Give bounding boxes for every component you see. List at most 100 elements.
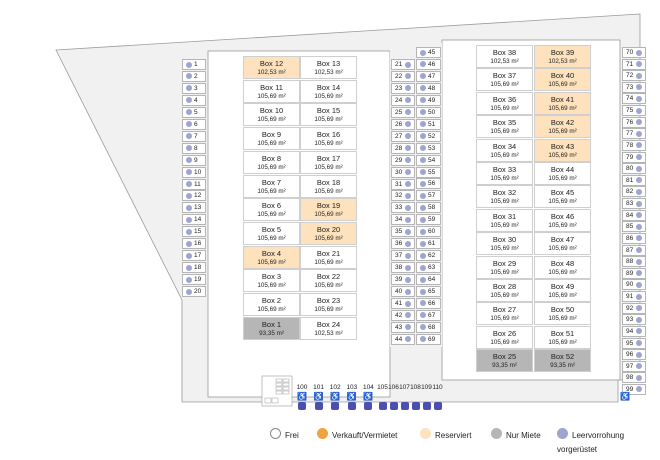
parking-slot-15[interactable]: 15 (182, 226, 206, 238)
parking-space-108[interactable]: 108 (410, 384, 421, 410)
parking-slot-23[interactable]: 23 (391, 82, 415, 94)
parking-slot-43[interactable]: 43 (391, 321, 415, 333)
parking-slot-46[interactable]: 46 (416, 58, 441, 70)
parking-slot-50[interactable]: 50 (416, 106, 441, 118)
parking-slot-35[interactable]: 35 (391, 226, 415, 238)
parking-space-101[interactable]: 101♿ (311, 384, 327, 410)
parking-slot-11[interactable]: 11 (182, 178, 206, 190)
parking-slot-5[interactable]: 5 (182, 106, 206, 118)
parking-slot-63[interactable]: 63 (416, 262, 441, 274)
parking-slot-82[interactable]: 82 (622, 186, 646, 198)
parking-slot-84[interactable]: 84 (622, 209, 646, 221)
parking-slot-57[interactable]: 57 (416, 190, 441, 202)
parking-slot-66[interactable]: 66 (416, 297, 441, 309)
parking-slot-74[interactable]: 74 (622, 93, 646, 105)
parking-slot-30[interactable]: 30 (391, 166, 415, 178)
parking-slot-77[interactable]: 77 (622, 128, 646, 140)
parking-slot-87[interactable]: 87 (622, 244, 646, 256)
parking-slot-38[interactable]: 38 (391, 262, 415, 274)
parking-slot-2[interactable]: 2 (182, 70, 206, 82)
parking-slot-78[interactable]: 78 (622, 139, 646, 151)
parking-slot-56[interactable]: 56 (416, 178, 441, 190)
parking-slot-8[interactable]: 8 (182, 142, 206, 154)
parking-slot-47[interactable]: 47 (416, 70, 441, 82)
parking-slot-1[interactable]: 1 (182, 59, 206, 70)
parking-space-100[interactable]: 100♿ (294, 384, 310, 410)
parking-slot-14[interactable]: 14 (182, 214, 206, 226)
parking-slot-41[interactable]: 41 (391, 298, 415, 309)
parking-space-110[interactable]: 110 (432, 384, 443, 410)
parking-space-109[interactable]: 109 (421, 384, 432, 410)
parking-slot-88[interactable]: 88 (622, 256, 646, 268)
parking-slot-85[interactable]: 85 (622, 221, 646, 233)
parking-slot-24[interactable]: 24 (391, 94, 415, 106)
parking-slot-34[interactable]: 34 (391, 214, 415, 226)
parking-slot-44[interactable]: 44 (391, 333, 415, 345)
parking-slot-52[interactable]: 52 (416, 130, 441, 142)
parking-slot-71[interactable]: 71 (622, 58, 646, 70)
parking-slot-10[interactable]: 10 (182, 166, 206, 178)
parking-slot-40[interactable]: 40 (391, 286, 415, 298)
parking-slot-95[interactable]: 95 (622, 337, 646, 349)
parking-slot-17[interactable]: 17 (182, 250, 206, 262)
parking-slot-51[interactable]: 51 (416, 118, 441, 130)
parking-slot-81[interactable]: 81 (622, 174, 646, 186)
parking-slot-49[interactable]: 49 (416, 94, 441, 106)
parking-space-103[interactable]: 103♿ (344, 384, 360, 410)
parking-slot-19[interactable]: 19 (182, 274, 206, 286)
parking-slot-72[interactable]: 72 (622, 70, 646, 82)
parking-slot-39[interactable]: 39 (391, 274, 415, 286)
parking-slot-61[interactable]: 61 (416, 238, 441, 250)
parking-slot-69[interactable]: 69 (416, 333, 441, 345)
parking-slot-60[interactable]: 60 (416, 226, 441, 238)
parking-slot-90[interactable]: 90 (622, 279, 646, 291)
parking-space-104[interactable]: 104♿ (360, 384, 376, 410)
parking-slot-13[interactable]: 13 (182, 202, 206, 214)
parking-slot-55[interactable]: 55 (416, 166, 441, 178)
parking-slot-80[interactable]: 80 (622, 163, 646, 175)
parking-slot-33[interactable]: 33 (391, 202, 415, 214)
parking-slot-64[interactable]: 64 (416, 274, 441, 286)
parking-space-106[interactable]: 106 (388, 384, 399, 410)
parking-slot-53[interactable]: 53 (416, 142, 441, 154)
parking-slot-36[interactable]: 36 (391, 238, 415, 250)
parking-slot-31[interactable]: 31 (391, 178, 415, 190)
parking-slot-70[interactable]: 70 (622, 47, 646, 58)
parking-slot-94[interactable]: 94 (622, 325, 646, 337)
parking-slot-20[interactable]: 20 (182, 286, 206, 298)
parking-slot-76[interactable]: 76 (622, 116, 646, 128)
parking-slot-68[interactable]: 68 (416, 321, 441, 333)
